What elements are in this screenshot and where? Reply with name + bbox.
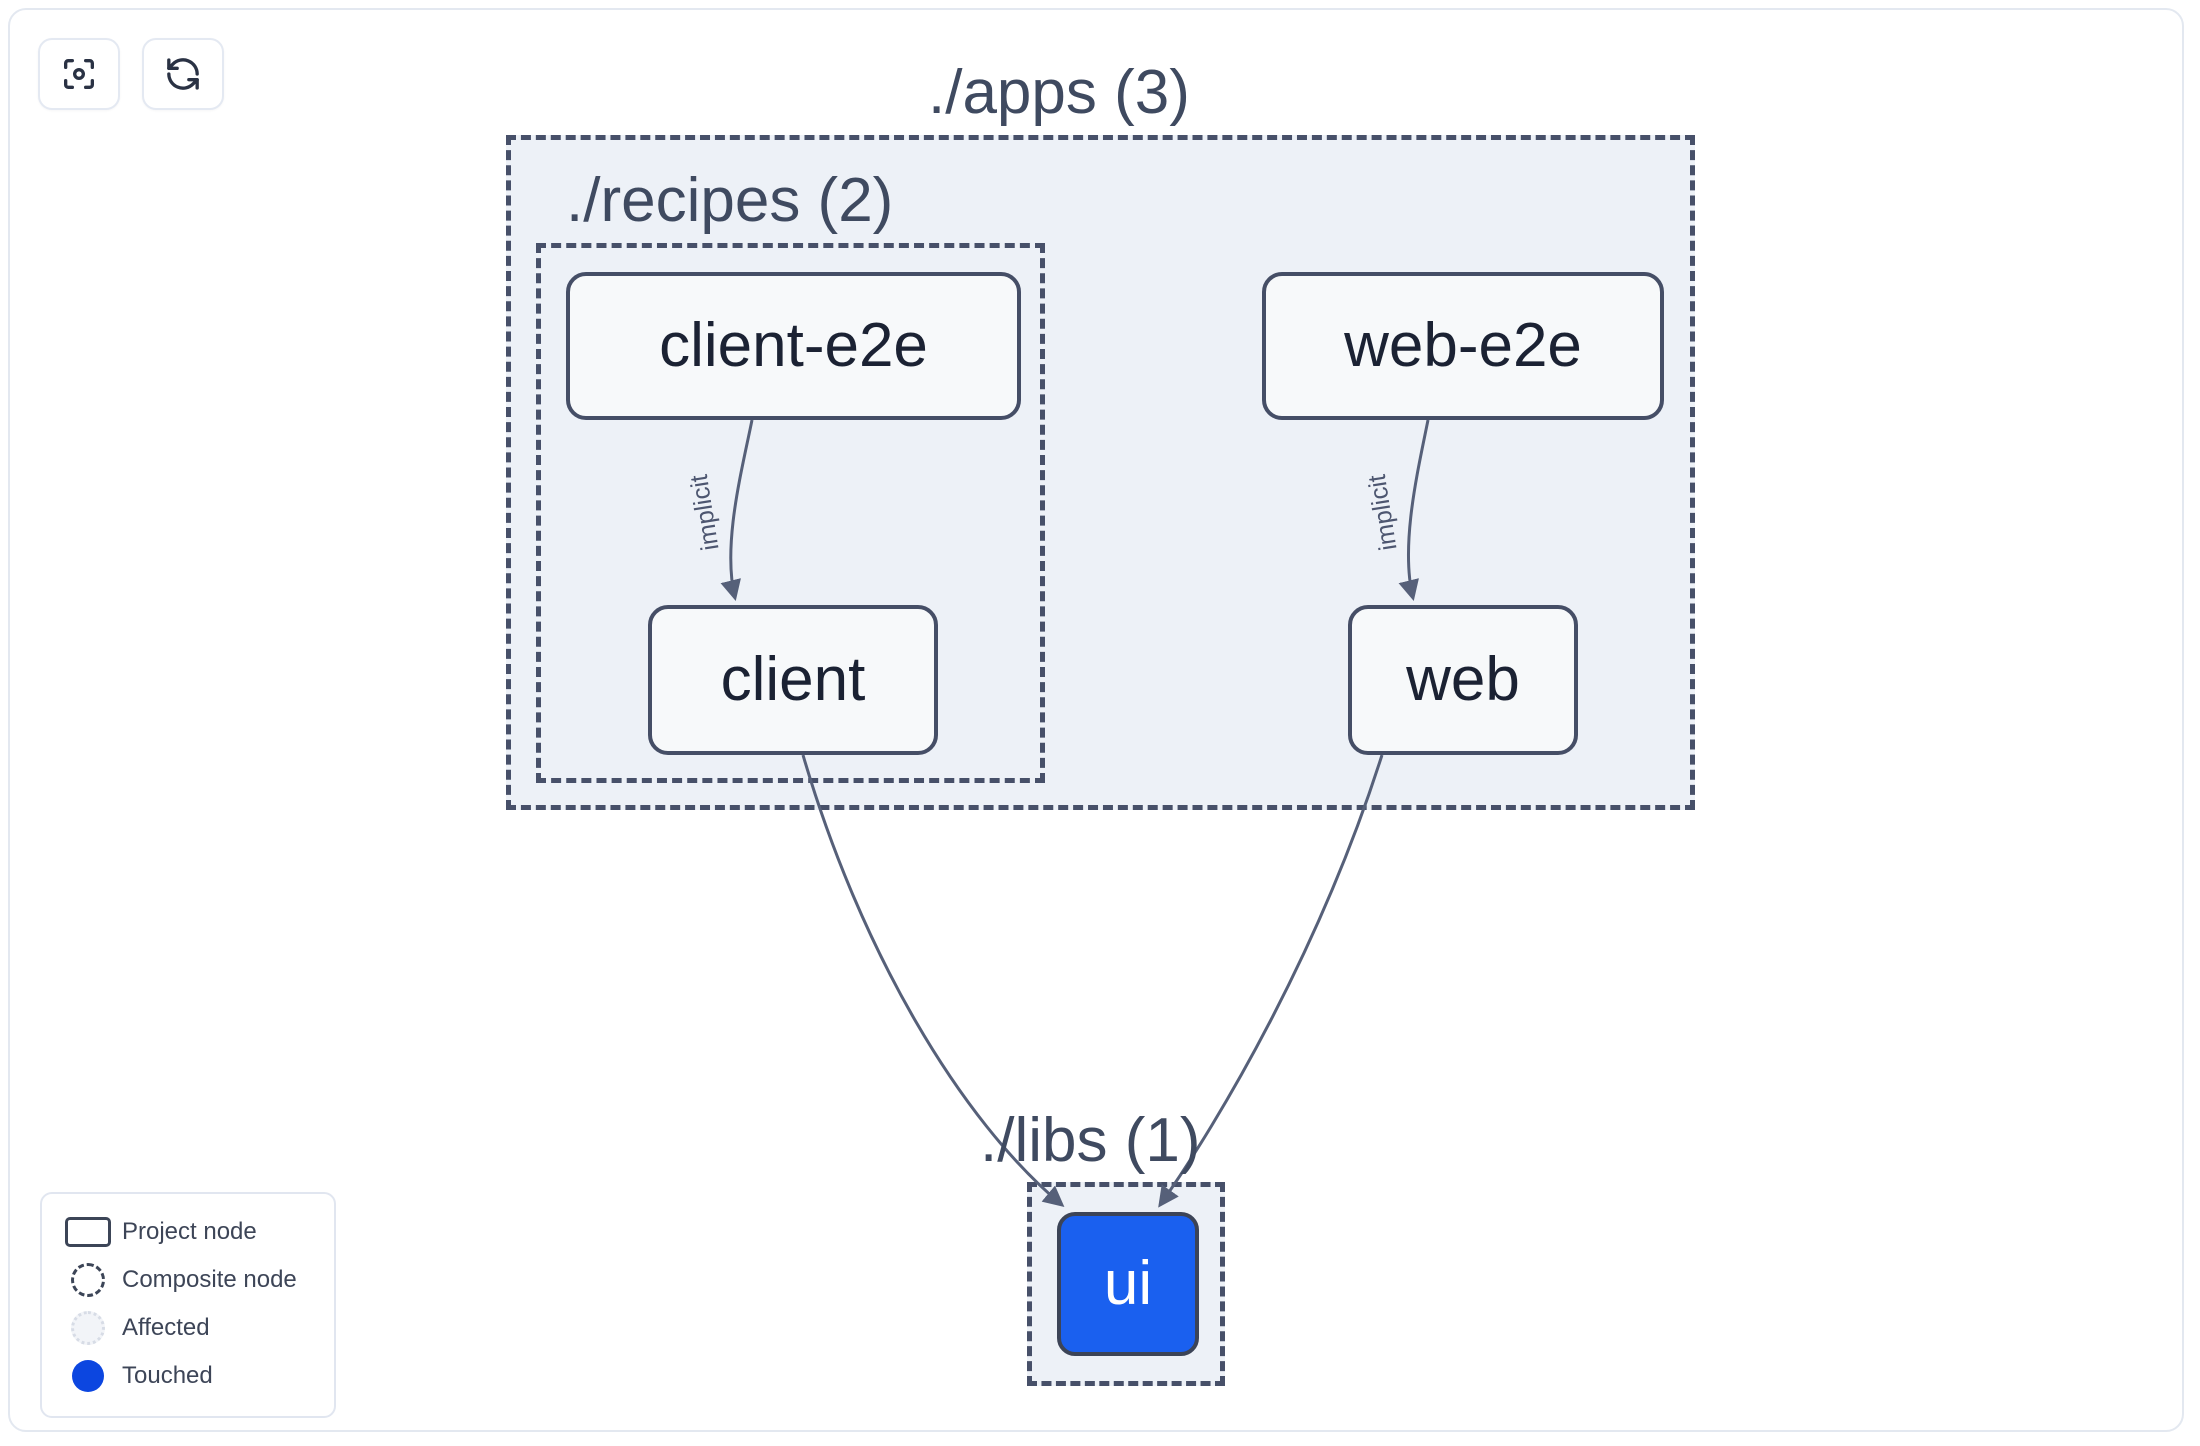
legend-item-affected: Affected xyxy=(60,1304,316,1352)
edge-web-to-ui[interactable] xyxy=(1158,754,1384,1208)
node-label-web: web xyxy=(1406,645,1520,714)
node-label-client: client xyxy=(720,645,866,714)
group-label-libs: ./libs (1) xyxy=(980,1106,1201,1175)
graph-toolbar xyxy=(38,38,224,110)
project-node-swatch xyxy=(60,1217,116,1247)
node-label-client-e2e: client-e2e xyxy=(659,311,928,380)
node-ui[interactable]: ui xyxy=(1057,1212,1199,1356)
legend-label-affected: Affected xyxy=(122,1314,210,1341)
node-web[interactable]: web xyxy=(1348,605,1578,755)
refresh-graph-button[interactable] xyxy=(142,38,224,110)
affected-swatch xyxy=(60,1311,116,1345)
legend-label-composite-node: Composite node xyxy=(122,1266,297,1293)
legend-item-project-node: Project node xyxy=(60,1208,316,1256)
composite-node-swatch xyxy=(60,1263,116,1297)
legend-label-project-node: Project node xyxy=(122,1218,257,1245)
node-label-web-e2e: web-e2e xyxy=(1344,311,1582,380)
node-web-e2e[interactable]: web-e2e xyxy=(1262,272,1664,420)
edge-client-to-ui[interactable] xyxy=(801,754,1065,1208)
edge-web-e2e-to-web[interactable] xyxy=(1398,419,1430,602)
legend-item-composite-node: Composite node xyxy=(60,1256,316,1304)
edge-client-e2e-to-client[interactable] xyxy=(720,419,754,602)
refresh-icon xyxy=(163,54,203,94)
group-label-apps: ./apps (3) xyxy=(928,58,1190,127)
node-client-e2e[interactable]: client-e2e xyxy=(566,272,1021,420)
legend-label-touched: Touched xyxy=(122,1362,213,1389)
group-label-recipes: ./recipes (2) xyxy=(566,166,894,235)
node-label-ui: ui xyxy=(1103,1249,1153,1318)
focus-target-icon xyxy=(59,54,99,94)
focus-graph-button[interactable] xyxy=(38,38,120,110)
node-client[interactable]: client xyxy=(648,605,938,755)
legend-item-touched: Touched xyxy=(60,1352,316,1400)
graph-legend: Project node Composite node Affected Tou… xyxy=(40,1192,336,1418)
touched-swatch xyxy=(60,1360,116,1392)
